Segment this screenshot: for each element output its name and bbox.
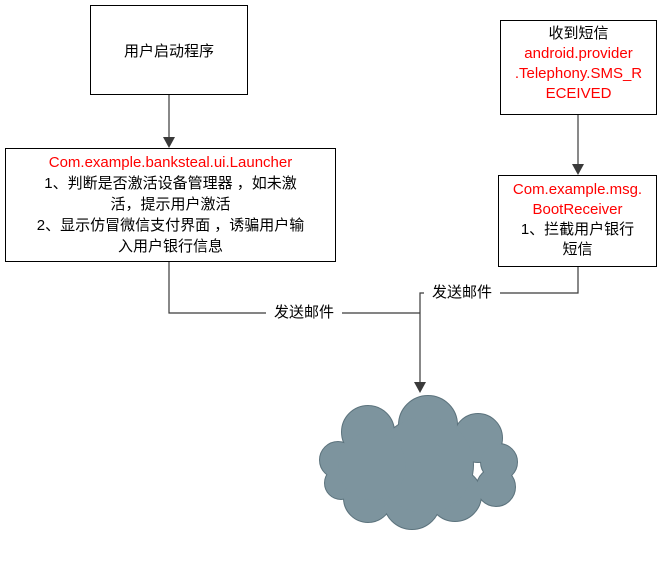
node-user-start: 用户启动程序 bbox=[90, 5, 248, 95]
node-launcher-body-line-1: 1、判断是否激活设备管理器 ，如未激 bbox=[44, 175, 297, 192]
node-receiver-class-line-1: Com.example.msg. bbox=[512, 181, 643, 198]
node-sms-received: 收到短信 android.provider .Telephony.SMS_R E… bbox=[500, 20, 657, 115]
node-receiver-class-line-2: BootReceiver bbox=[532, 201, 623, 218]
node-launcher-class: Com.example.banksteal.ui.Launcher bbox=[48, 154, 293, 171]
node-boot-receiver: Com.example.msg. BootReceiver 1、拦截用户银行 短… bbox=[498, 175, 657, 267]
arrow-sms-to-receiver bbox=[572, 115, 584, 175]
node-launcher-body-line-4: 入用户银行信息 bbox=[117, 238, 223, 255]
cloud-icon bbox=[319, 395, 518, 530]
arrow-start-to-launcher bbox=[163, 95, 175, 148]
node-launcher-body-line-2: 活，提示用户激活 bbox=[110, 196, 231, 213]
node-receiver-body-line-2: 短信 bbox=[562, 241, 593, 258]
node-user-start-label: 用户启动程序 bbox=[123, 42, 214, 60]
node-sms-code-line-1: android.provider bbox=[524, 45, 633, 62]
node-sms-code-line-3: ECEIVED bbox=[545, 85, 612, 102]
node-receiver-body-line-1: 1、拦截用户银行 bbox=[520, 221, 635, 238]
node-sms-code-line-2: .Telephony.SMS_R bbox=[514, 65, 643, 82]
node-launcher-body-line-3: 2、显示仿冒微信支付界面 ，诱骗用户输 bbox=[36, 217, 305, 234]
node-sms-title: 收到短信 bbox=[548, 25, 609, 42]
edge-label-send-email-left: 发送邮件 bbox=[266, 303, 342, 323]
node-launcher: Com.example.banksteal.ui.Launcher 1、判断是否… bbox=[5, 148, 336, 262]
edge-label-send-email-right: 发送邮件 bbox=[424, 283, 500, 303]
